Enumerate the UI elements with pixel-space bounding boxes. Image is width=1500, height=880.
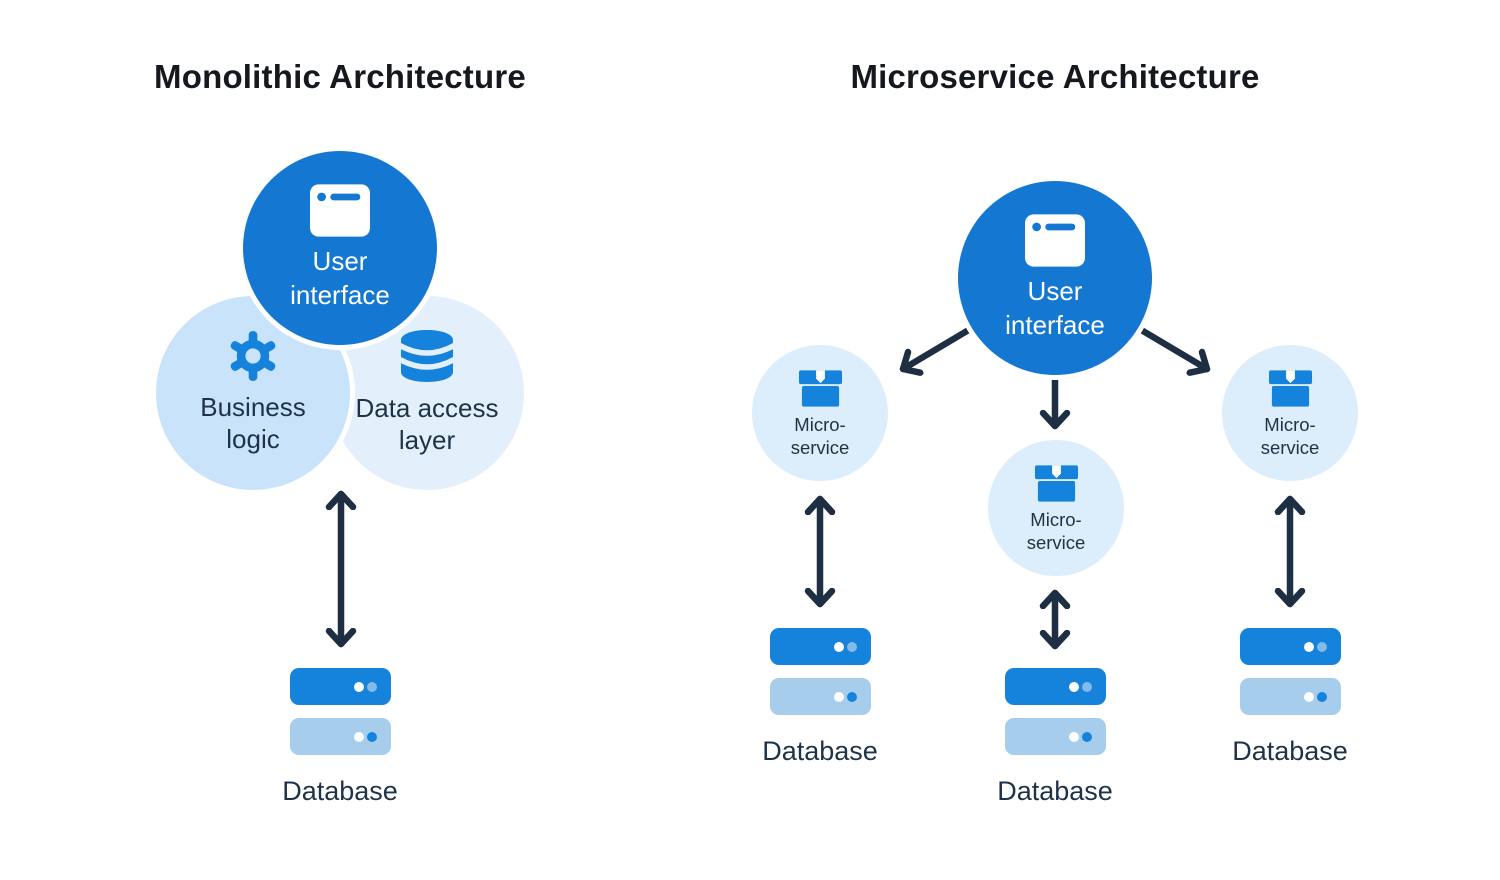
microservice-circle-mid: Micro-service (988, 440, 1124, 576)
ms-user-interface-circle: User interface (958, 181, 1152, 375)
mono-user-interface-label: User interface (290, 246, 390, 310)
ms-database-stack-left (770, 628, 871, 728)
microservice-label: Micro-service (1260, 414, 1320, 458)
server-led (1317, 691, 1327, 702)
microservice-title: Microservice Architecture (850, 58, 1260, 95)
server-dark-row (1005, 668, 1106, 705)
server-led (1082, 731, 1092, 742)
server-light-row (290, 718, 391, 755)
server-dark-row (1240, 628, 1341, 665)
server-led (367, 731, 377, 742)
server-led (1069, 731, 1079, 742)
ms-user-interface-label: User interface (1005, 276, 1105, 340)
server-light-row (770, 678, 871, 715)
ms-database-label-right: Database (1232, 736, 1348, 766)
server-led (847, 641, 857, 652)
data-access-layer-label: Data access layer (355, 393, 499, 455)
server-dark-row (770, 628, 871, 665)
package-icon (1268, 370, 1312, 408)
ms-database-stack-right (1240, 628, 1341, 728)
server-light-row (1005, 718, 1106, 755)
server-led (1304, 641, 1314, 652)
gear-icon (230, 331, 276, 382)
server-led (1069, 681, 1079, 692)
server-dark-row (290, 668, 391, 705)
package-icon (1034, 465, 1078, 503)
ms-database-label-mid: Database (997, 776, 1113, 806)
server-led (847, 691, 857, 702)
database-cylinder-icon (401, 330, 453, 383)
browser-window-icon (310, 184, 370, 238)
business-logic-label: Business logic (200, 392, 306, 454)
mono-database-stack (290, 668, 391, 768)
monolithic-title: Monolithic Architecture (154, 58, 526, 95)
mono-user-interface-circle: User interface (243, 151, 437, 345)
server-led (1304, 691, 1314, 702)
server-light-row (1240, 678, 1341, 715)
data-access-layer-circle: Data access layer (330, 296, 524, 490)
server-led (354, 681, 364, 692)
server-led (367, 681, 377, 692)
microservice-label: Micro-service (1026, 509, 1086, 553)
server-led (834, 691, 844, 702)
microservice-circle-right: Micro-service (1222, 345, 1358, 481)
server-led (1082, 681, 1092, 692)
ui-to-left-service-arrow (899, 324, 976, 369)
ms-database-stack-mid (1005, 668, 1106, 768)
server-led (834, 641, 844, 652)
server-led (1317, 641, 1327, 652)
ui-to-right-service-arrow (1134, 324, 1211, 369)
server-led (354, 731, 364, 742)
mono-database-label: Database (282, 776, 398, 806)
browser-window-icon (1025, 214, 1085, 268)
microservice-circle-left: Micro-service (752, 345, 888, 481)
package-icon (798, 370, 842, 408)
microservice-label: Micro-service (790, 414, 850, 458)
ms-database-label-left: Database (762, 736, 878, 766)
